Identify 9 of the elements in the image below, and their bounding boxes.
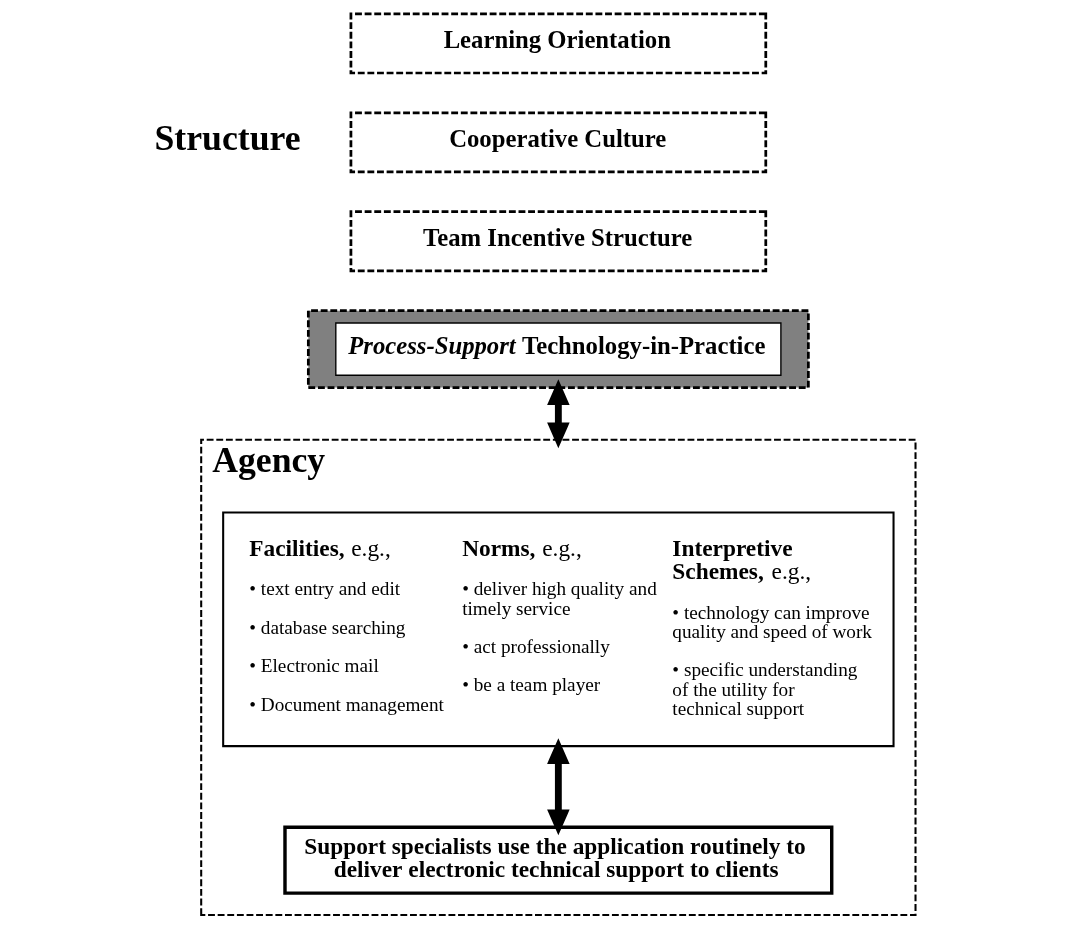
node-box: Support specialists use the application routinely to deliver electronic technical support to clients	[283, 825, 834, 895]
arrow	[547, 738, 570, 836]
node-box: Cooperative Culture	[349, 111, 768, 174]
node-box: Facilities, e.g., • text entry and edit • database searching • Electronic mail • Document management Norms, e.g., • deliver high quality and timely service • act professionally • be a team player Interpretive Schemes, e.g., • technology can improve quality and speed of work • specific understanding of the utility for technical support	[222, 511, 895, 748]
arrow	[547, 379, 570, 449]
node-box: Team Incentive Structure	[349, 210, 768, 273]
label: Structure	[154, 117, 301, 158]
node-box: Process-Support Technology-in-Practice	[306, 309, 810, 389]
node-box: Learning Orientation	[349, 12, 768, 75]
